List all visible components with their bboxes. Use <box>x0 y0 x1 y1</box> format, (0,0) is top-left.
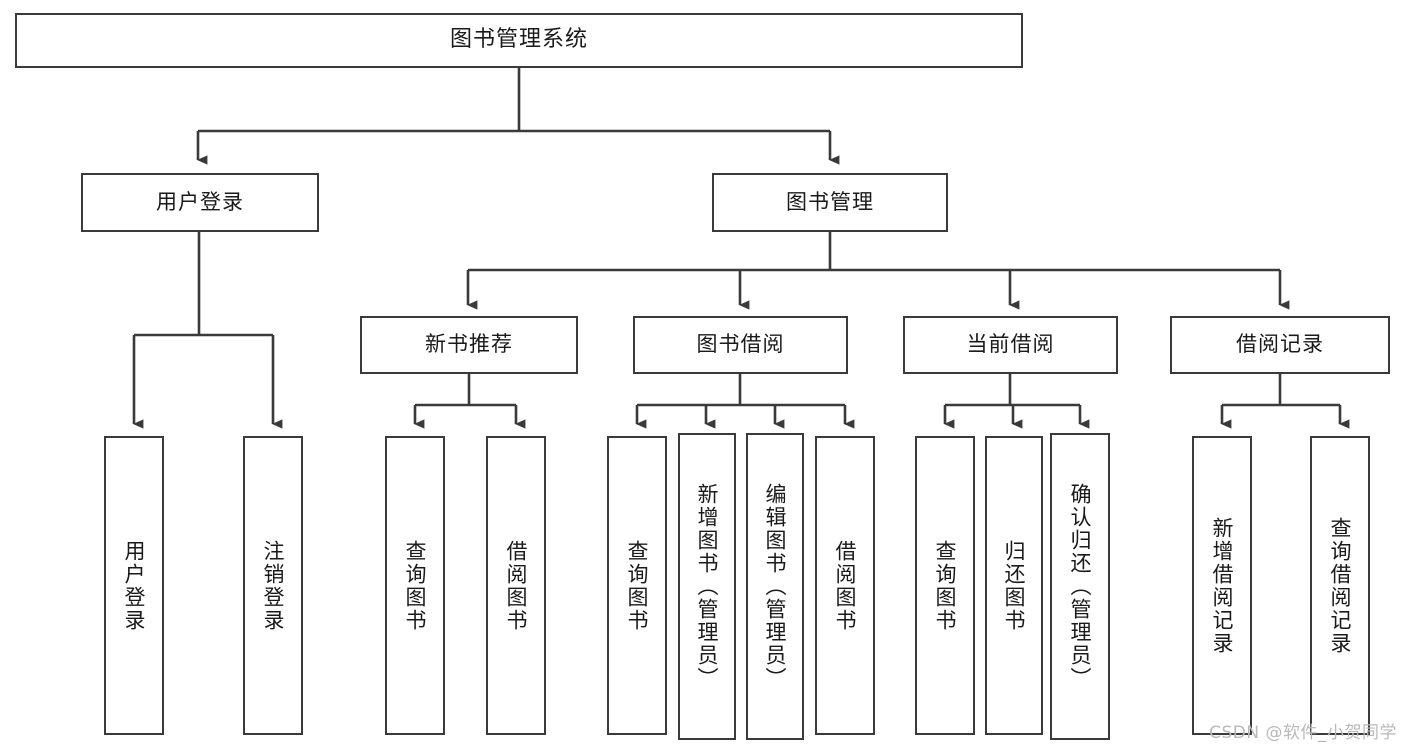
leaf-query-book-2-label: 查询图书 <box>625 539 650 632</box>
node-root[interactable]: 图书管理系统 <box>15 13 1023 68</box>
node-book-borrow[interactable]: 图书借阅 <box>633 316 848 374</box>
leaf-return-book-label: 归还图书 <box>1002 539 1027 632</box>
leaf-logout-label: 注销登录 <box>261 539 286 632</box>
leaf-add-book[interactable]: 新增图书（管理员） <box>678 433 736 740</box>
node-user-login-label: 用户登录 <box>156 189 244 214</box>
leaf-add-record[interactable]: 新增借阅记录 <box>1192 436 1252 735</box>
csdn-watermark: CSDN @软件_小贺同学 <box>1209 723 1397 743</box>
node-book-borrow-label: 图书借阅 <box>696 332 785 357</box>
node-new-book-rec-label: 新书推荐 <box>425 332 513 357</box>
leaf-borrow-book-1-label: 借阅图书 <box>504 539 529 632</box>
leaf-logout[interactable]: 注销登录 <box>243 436 303 735</box>
node-current-borrow[interactable]: 当前借阅 <box>903 316 1118 374</box>
leaf-query-book-1[interactable]: 查询图书 <box>385 436 445 735</box>
leaf-query-record-label: 查询借阅记录 <box>1328 516 1353 655</box>
leaf-borrow-book-2[interactable]: 借阅图书 <box>815 436 875 735</box>
node-borrow-record-label: 借阅记录 <box>1236 332 1324 357</box>
node-current-borrow-label: 当前借阅 <box>966 332 1055 357</box>
node-borrow-record[interactable]: 借阅记录 <box>1170 316 1390 374</box>
leaf-query-book-2[interactable]: 查询图书 <box>607 436 667 735</box>
leaf-borrow-book-2-label: 借阅图书 <box>833 539 858 632</box>
leaf-user-login-label: 用户登录 <box>122 539 147 632</box>
leaf-query-book-3-label: 查询图书 <box>933 539 958 632</box>
leaf-borrow-book-1[interactable]: 借阅图书 <box>486 436 546 735</box>
leaf-edit-book-label: 编辑图书（管理员） <box>763 483 788 690</box>
node-new-book-rec[interactable]: 新书推荐 <box>360 316 578 374</box>
leaf-return-book[interactable]: 归还图书 <box>985 436 1043 735</box>
leaf-user-login[interactable]: 用户登录 <box>104 436 164 735</box>
leaf-edit-book[interactable]: 编辑图书（管理员） <box>746 433 804 740</box>
leaf-confirm-return[interactable]: 确认归还（管理员） <box>1050 433 1110 740</box>
node-user-login[interactable]: 用户登录 <box>81 173 319 232</box>
node-book-manage[interactable]: 图书管理 <box>712 173 948 232</box>
node-root-label: 图书管理系统 <box>449 27 588 53</box>
leaf-add-record-label: 新增借阅记录 <box>1210 516 1235 655</box>
leaf-confirm-return-label: 确认归还（管理员） <box>1068 483 1093 690</box>
leaf-query-book-1-label: 查询图书 <box>403 539 428 632</box>
leaf-add-book-label: 新增图书（管理员） <box>695 483 720 690</box>
node-book-manage-label: 图书管理 <box>786 189 874 214</box>
leaf-query-book-3[interactable]: 查询图书 <box>915 436 975 735</box>
leaf-query-record[interactable]: 查询借阅记录 <box>1310 436 1370 735</box>
